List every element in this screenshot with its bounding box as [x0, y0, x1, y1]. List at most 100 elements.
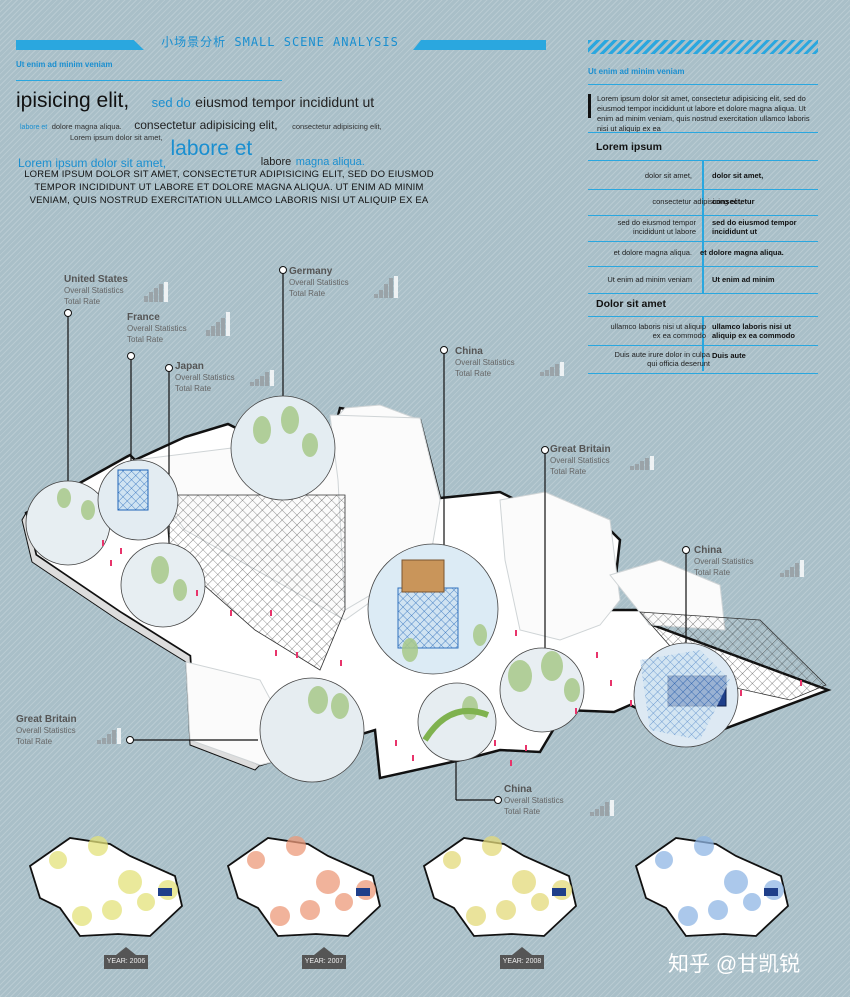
- callout-line2: Total Rate: [64, 297, 101, 306]
- intro-text: labore: [260, 156, 292, 168]
- stat-bars: [540, 362, 564, 376]
- magnifier-lens: [417, 682, 497, 762]
- callout-line2: Total Rate: [504, 807, 541, 816]
- intro-text: Lorem ipsum dolor sit amet,: [70, 133, 163, 142]
- callout-line2: Total Rate: [550, 467, 587, 476]
- blue-mesh-screen: [640, 650, 730, 740]
- divider-left: [16, 80, 282, 81]
- table-cell-left: dolor sit amet,: [644, 170, 692, 180]
- intro-text: dolore magna aliqua.: [51, 122, 122, 131]
- subheading-left: Ut enim ad minim veniam: [16, 60, 113, 69]
- callout-china-2: China Overall Statistics Total Rate: [694, 545, 754, 578]
- callout-country: China: [504, 784, 532, 795]
- stat-bars: [206, 312, 230, 336]
- table-row: et dolore magna aliqua. et dolore magna a…: [588, 238, 818, 267]
- intro-text: consectetur adipisicing elit,: [292, 122, 382, 131]
- table-row: dolor sit amet, dolor sit amet,: [588, 161, 818, 190]
- table-cell-left: Duis aute irure dolor in culpa qui offic…: [614, 350, 710, 368]
- tree-canopy-group: [57, 406, 580, 720]
- pedestrian-markers: [102, 540, 802, 766]
- intro-line2: labore et dolore magna aliqua. consectet…: [20, 116, 382, 134]
- intro-text: Lorem ipsum dolor sit amet,: [18, 156, 167, 170]
- year-label-2008: YEAR: 2008: [500, 947, 544, 969]
- callout-leaders: [67, 270, 687, 801]
- section1-title: Lorem ipsum: [596, 141, 662, 153]
- stat-bars: [780, 560, 804, 577]
- intro-text: ipisicing elit,: [16, 89, 130, 112]
- header-bar-right: [413, 40, 546, 50]
- callout-line2: Total Rate: [694, 568, 731, 577]
- thumbnail-2007: [226, 836, 381, 937]
- table-cell-right: sed do eiusmod tempor incididunt ut: [712, 218, 797, 236]
- callout-country: Japan: [175, 361, 204, 372]
- blue-structure: [117, 469, 149, 511]
- table-cell-left: Ut enim ad minim veniam: [607, 274, 692, 284]
- table-row: ullamco laboris nisi ut aliquip ex ea co…: [588, 317, 818, 346]
- page-title: 小场景分析 SMALL SCENE ANALYSIS: [161, 35, 399, 49]
- callout-line1: Overall Statistics: [550, 456, 610, 465]
- callout-country: Great Britain: [16, 714, 77, 725]
- stat-bars: [144, 282, 168, 302]
- callout-line2: Total Rate: [175, 384, 212, 393]
- table-row: Ut enim ad minim veniam Ut enim ad minim: [588, 265, 818, 294]
- green-path: [422, 707, 490, 742]
- magnifier-lens: [120, 542, 206, 628]
- paragraph-marker: [588, 94, 591, 118]
- callout-china-3: China Overall Statistics Total Rate: [504, 784, 564, 817]
- stat-bars: [590, 800, 614, 816]
- table-cell-right: Ut enim ad minim: [712, 274, 775, 284]
- year-label-2006: YEAR: 2006: [104, 947, 148, 969]
- table-cell-left: ullamco laboris nisi ut aliquip ex ea co…: [610, 322, 706, 340]
- section2-title: Dolor sit amet: [596, 298, 667, 310]
- callout-france: France Overall Statistics Total Rate: [127, 312, 187, 345]
- right-panel-hatch-bar: [588, 40, 818, 54]
- callout-germany: Germany Overall Statistics Total Rate: [289, 266, 349, 299]
- year-label-2007: YEAR: 2007: [302, 947, 346, 969]
- table-cell-left: et dolore magna aliqua.: [613, 247, 692, 257]
- table-cell-right: ullamco laboris nisi ut aliquip ex ea co…: [712, 322, 795, 340]
- callout-line2: Total Rate: [289, 289, 326, 298]
- intro-line1: ipisicing elit, sed do eiusmod tempor in…: [16, 89, 374, 113]
- table-row: sed do eiusmod tempor incididunt ut labo…: [588, 213, 818, 242]
- table-cell-right: dolor sit amet,: [712, 170, 764, 180]
- stat-bars: [97, 728, 121, 744]
- table-row: consectetur adipisicing elit,consectetur: [588, 187, 818, 216]
- callout-line2: Total Rate: [455, 369, 492, 378]
- callout-dots: [64, 266, 690, 804]
- table-cell-left: sed do eiusmod tempor incididunt ut labo…: [617, 218, 696, 236]
- table-cell-right: et dolore magna aliqua.: [700, 247, 784, 257]
- stat-bars: [250, 370, 274, 386]
- callout-great-britain-1: Great Britain Overall Statistics Total R…: [550, 444, 611, 477]
- callout-china-1: China Overall Statistics Total Rate: [455, 346, 515, 379]
- divider-right: [588, 84, 818, 85]
- divider-right-2: [588, 132, 818, 133]
- callout-country: United States: [64, 274, 128, 285]
- callout-line1: Overall Statistics: [64, 286, 124, 295]
- table-cell-right: Duis aute: [712, 351, 746, 360]
- callout-great-britain-2: Great Britain Overall Statistics Total R…: [16, 714, 77, 747]
- table-divider: [702, 160, 704, 293]
- intro-line4: Lorem ipsum dolor sit amet, labore et la…: [18, 131, 365, 170]
- table-divider: [702, 316, 704, 371]
- callout-country: France: [127, 312, 160, 323]
- callout-line1: Overall Statistics: [694, 557, 754, 566]
- callout-line1: Overall Statistics: [289, 278, 349, 287]
- intro-caps-paragraph: LOREM IPSUM DOLOR SIT AMET, CONSECTETUR …: [24, 169, 434, 206]
- intro-text: eiusmod tempor incididunt ut: [195, 94, 375, 110]
- header-bar-left: [16, 40, 144, 50]
- timeline-thumbnails: [28, 836, 789, 937]
- callout-country: Great Britain: [550, 444, 611, 455]
- callout-line1: Overall Statistics: [504, 796, 564, 805]
- callout-line1: Overall Statistics: [127, 324, 187, 333]
- thumbnail-2009: [634, 836, 789, 937]
- callout-country: China: [694, 545, 722, 556]
- timber-pavilion: [401, 559, 445, 593]
- right-paragraph: Lorem ipsum dolor sit amet, consectetur …: [597, 94, 810, 133]
- stat-bars: [630, 456, 654, 470]
- intro-text: sed do: [151, 95, 191, 110]
- subheading-right: Ut enim ad minim veniam: [588, 67, 685, 76]
- table-cell-left: consectetur adipisicing elit,: [652, 196, 742, 206]
- callout-line2: Total Rate: [16, 737, 53, 746]
- callout-united-states: United States Overall Statistics Total R…: [64, 274, 128, 307]
